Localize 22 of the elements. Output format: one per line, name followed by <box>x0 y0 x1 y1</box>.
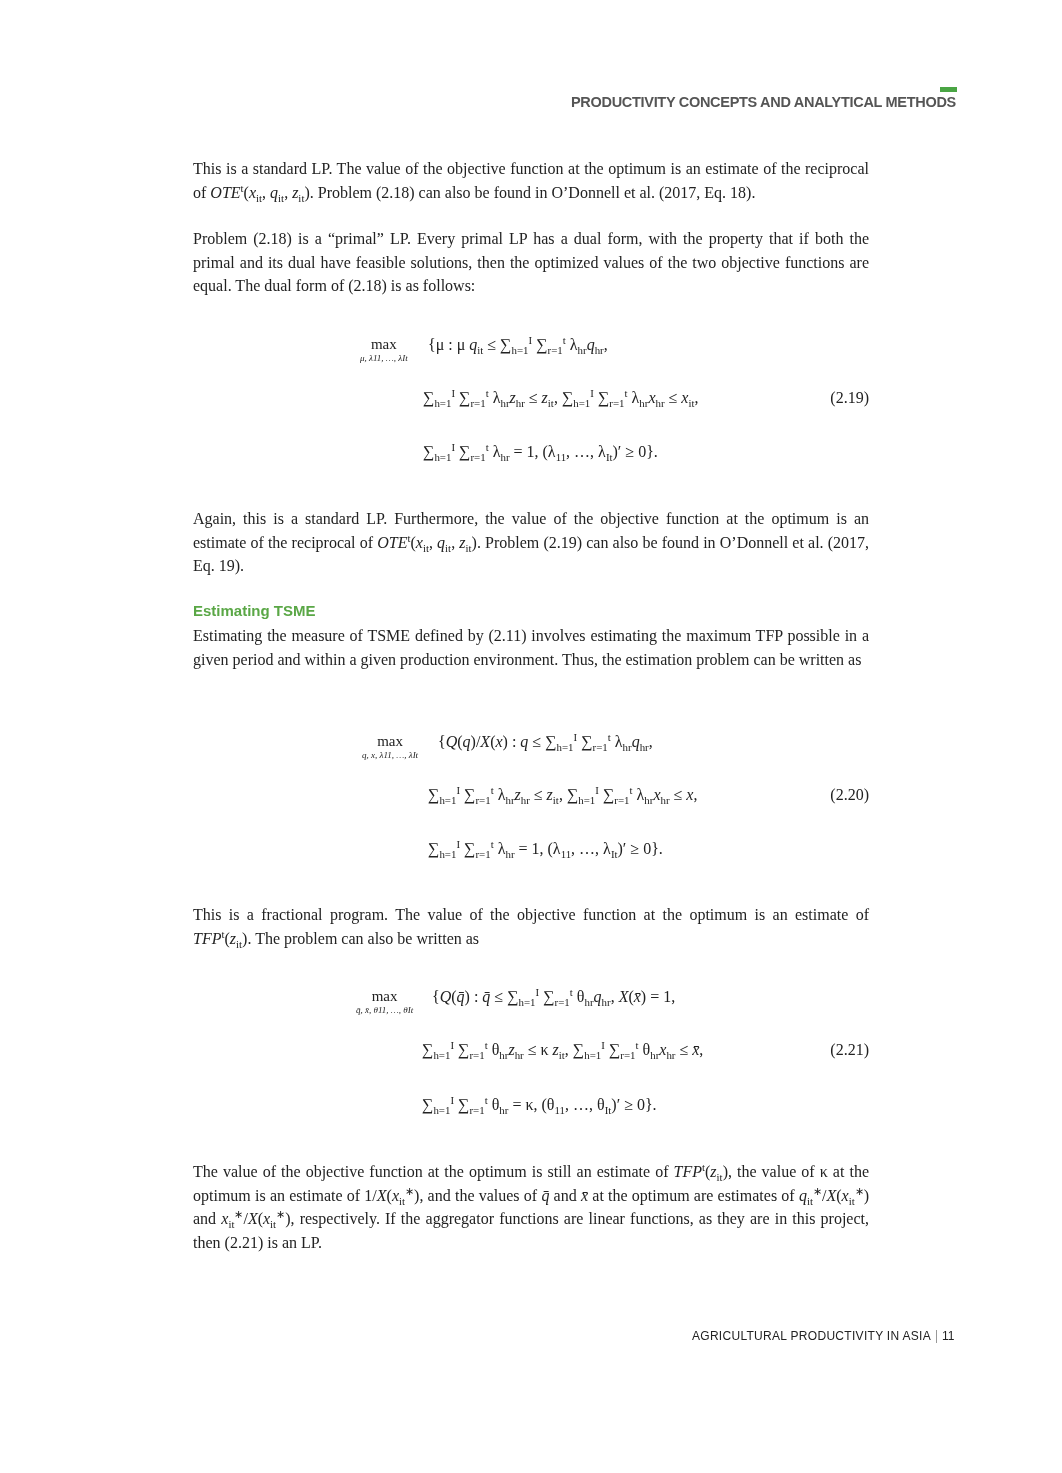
paragraph: This is a fractional program. The value of the objective function at the optimum is an estimate of TFP$^{t}$(z$_{it}$). The problem can also be written as <box>193 905 869 950</box>
equation-line: {μ : μ q$_{it}$ ≤ ∑$_{h=1}$$^{I}$ ∑$_{r=1}$$^{t}$ λ$_{hr}$q$_{hr}$, <box>428 333 608 357</box>
paragraph: Problem (2.18) is a “primal” LP. Every primal LP has a dual form, with the property that if both the primal and its dual have feasible solutions, then the optimized values of the two objective functions are equal. The dual form of (2.18) is as follows: <box>193 229 869 297</box>
equation-line: ∑$_{h=1}$$^{I}$ ∑$_{r=1}$$^{t}$ θ$_{hr}$z$_{hr}$ ≤ κ z$_{it}$, ∑$_{h=1}$$^{I}$ ∑$_{r=1}$$^{t}$ θ$_{hr}$x$_{hr}$ ≤ x̄, <box>422 1038 704 1062</box>
equation-number: (2.19) <box>830 388 869 409</box>
equation-number: (2.20) <box>830 785 869 806</box>
equation-line: ∑$_{h=1}$$^{I}$ ∑$_{r=1}$$^{t}$ λ$_{hr}$ = 1, (λ$_{11}$, …, λ$_{It}$)′ ≥ 0}. <box>428 837 663 861</box>
page-number: 11 <box>942 1329 955 1343</box>
paragraph: The value of the objective function at the optimum is still an estimate of TFP$^{t}$(z$_{it}$), the value of κ at the optimum is an estimate of 1/X(x$_{it}$$^{∗}$), and the values of q̄ and x̄ at the optimum are estimates of q$_{it}$$^{∗}$/X(x$_{it}$$^{∗}$) and x$_{it}$$^{∗}$/X(x$_{it}$$^{∗}$), respectively. If the aggregator functions are linear functions, as they are in this project, then (2.21) is an LP. <box>193 1160 869 1254</box>
equation-line: ∑$_{h=1}$$^{I}$ ∑$_{r=1}$$^{t}$ λ$_{hr}$z$_{hr}$ ≤ z$_{it}$, ∑$_{h=1}$$^{I}$ ∑$_{r=1}$$^{t}$ λ$_{hr}$x$_{hr}$ ≤ x, <box>428 783 698 807</box>
equation-line: ∑$_{h=1}$$^{I}$ ∑$_{r=1}$$^{t}$ θ$_{hr}$ = κ, (θ$_{11}$, …, θ$_{It}$)′ ≥ 0}. <box>422 1093 657 1117</box>
paragraph: This is a standard LP. The value of the objective function at the optimum is an estimate of the reciprocal of OTE$^{t}$(x$_{it}$, q$_{it}$, z$_{it}$). Problem (2.18) can also be found in O’Donnell et al. (2017, Eq. 18). <box>193 159 869 204</box>
equation-line: ∑$_{h=1}$$^{I}$ ∑$_{r=1}$$^{t}$ λ$_{hr}$z$_{hr}$ ≤ z$_{it}$, ∑$_{h=1}$$^{I}$ ∑$_{r=1}$$^{t}$ λ$_{hr}$x$_{hr}$ ≤ x$_{it}$, <box>423 386 699 410</box>
paragraph: Again, this is a standard LP. Furthermore, the value of the objective function at the optimum is an estimate of the reciprocal of OTE$^{t}$(x$_{it}$, q$_{it}$, z$_{it}$). Problem (2.19) can also be found in O’Donnell et al. (2017, Eq. 19). <box>193 509 869 577</box>
equation-number: (2.21) <box>830 1040 869 1061</box>
equation-line: {Q(q)/X(x) : q ≤ ∑$_{h=1}$$^{I}$ ∑$_{r=1}$$^{t}$ λ$_{hr}$q$_{hr}$, <box>438 730 653 754</box>
section-heading: Estimating TSME <box>193 602 316 619</box>
equation-line: {Q(q̄) : q̄ ≤ ∑$_{h=1}$$^{I}$ ∑$_{r=1}$$^{t}$ θ$_{hr}$q$_{hr}$, X(x̄) = 1, <box>432 985 676 1009</box>
paragraph: Estimating the measure of TSME defined by (2.11) involves estimating the maximum TFP possible in a given period and within a given production environment. Thus, the estimation problem can be written as <box>193 626 869 671</box>
equation-line: ∑$_{h=1}$$^{I}$ ∑$_{r=1}$$^{t}$ λ$_{hr}$ = 1, (λ$_{11}$, …, λ$_{It}$)′ ≥ 0}. <box>423 440 658 464</box>
running-header: PRODUCTIVITY CONCEPTS AND ANALYTICAL METHODS <box>570 94 956 110</box>
running-footer: AGRICULTURAL PRODUCTIVITY IN ASIA <box>691 1329 931 1343</box>
